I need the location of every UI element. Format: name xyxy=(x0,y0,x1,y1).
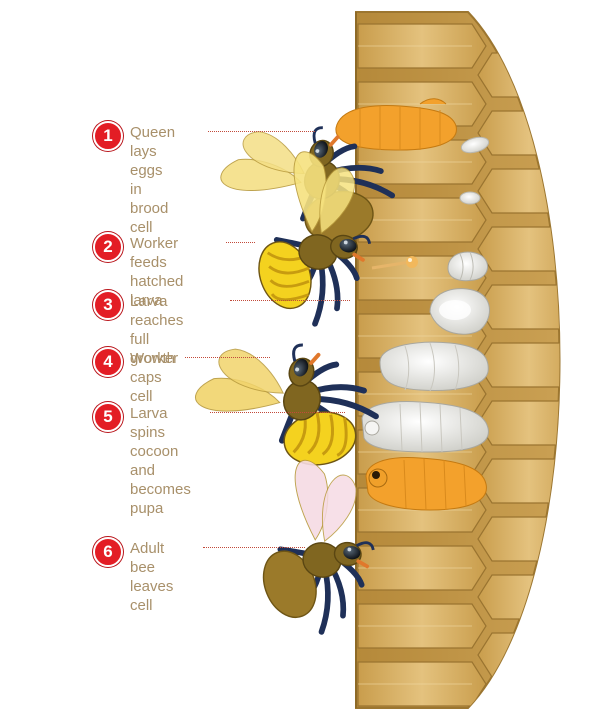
step-label: Worker feeds hatched larva xyxy=(130,235,184,309)
capped-larva xyxy=(379,341,489,392)
young-larva xyxy=(447,251,489,282)
worker-bee-capping xyxy=(195,343,379,466)
orange-larva-top xyxy=(335,98,457,151)
step-label: Larva spins cocoon and becomes pupa xyxy=(130,405,191,517)
comb-cell xyxy=(477,574,560,620)
comb-cell xyxy=(477,632,560,678)
orange-pupa xyxy=(365,457,487,511)
comb-cell xyxy=(477,110,560,156)
leader-line xyxy=(185,357,270,358)
grown-larva xyxy=(429,288,490,335)
step-label: Adult bee leaves cell xyxy=(130,540,174,614)
step-number-badge: 3 xyxy=(93,290,123,320)
leader-line xyxy=(208,131,315,132)
white-pupa xyxy=(361,401,489,453)
step-label: Queen lays eggs in brood cell xyxy=(130,124,176,236)
egg-small xyxy=(459,191,481,205)
leader-line xyxy=(210,412,345,413)
feeding-droplet xyxy=(371,256,418,270)
leader-line xyxy=(230,300,350,301)
step-label: Larva reaches full growth xyxy=(130,293,184,367)
egg-large xyxy=(460,136,490,154)
step-label: Worker caps cell xyxy=(130,350,179,405)
step-number-badge: 4 xyxy=(93,347,123,377)
step-number-badge: 6 xyxy=(93,537,123,567)
step-number-badge: 5 xyxy=(93,402,123,432)
comb-cell xyxy=(477,516,560,562)
step-number-badge: 2 xyxy=(93,232,123,262)
comb-cell xyxy=(477,690,560,708)
adult-bee-emerging xyxy=(262,459,375,635)
comb-cell xyxy=(477,400,560,446)
comb-cell xyxy=(477,168,560,214)
leader-line xyxy=(203,547,305,548)
comb-cell xyxy=(477,52,560,98)
comb-cell xyxy=(477,342,560,388)
comb-cell xyxy=(477,284,560,330)
worker-bee-feeding xyxy=(258,151,372,327)
comb-cell xyxy=(477,226,560,272)
comb-cell xyxy=(477,458,560,504)
step-number-badge: 1 xyxy=(93,121,123,151)
leader-line xyxy=(226,242,255,243)
